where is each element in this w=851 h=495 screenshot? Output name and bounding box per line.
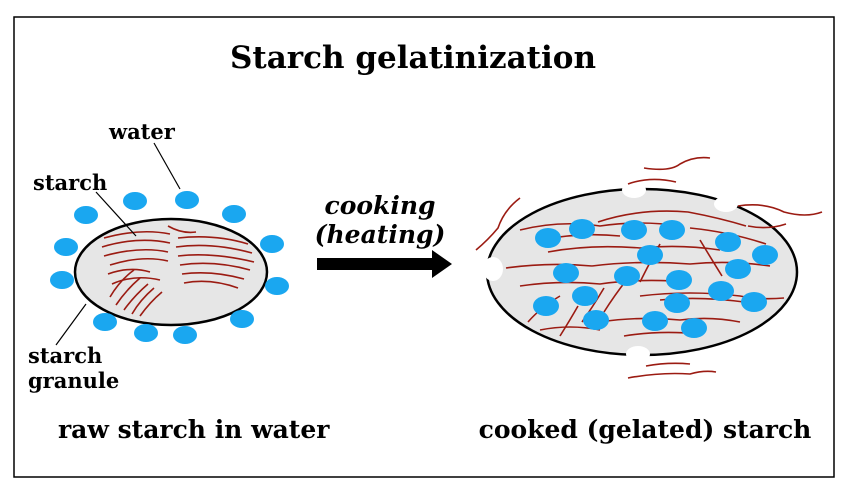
water-molecule <box>725 259 751 279</box>
starch-label: starch <box>33 170 107 195</box>
water-molecule <box>74 206 98 224</box>
raw-starch-granule <box>73 217 269 327</box>
water-molecule <box>230 310 254 328</box>
water-molecule <box>741 292 767 312</box>
water-molecule <box>134 324 158 342</box>
membrane-gaps <box>483 182 738 362</box>
left-caption: raw starch in water <box>58 415 330 444</box>
water-molecule <box>666 270 692 290</box>
water-molecule <box>173 326 197 344</box>
water-molecule <box>569 219 595 239</box>
water-molecule <box>681 318 707 338</box>
water-molecule <box>659 220 685 240</box>
water-molecule <box>535 228 561 248</box>
cooked-starch-group <box>475 156 823 379</box>
water-molecule <box>50 271 74 289</box>
process-arrow-group: cooking (heating) <box>315 191 452 278</box>
right-caption: cooked (gelated) starch <box>479 415 812 444</box>
water-molecule <box>642 311 668 331</box>
gelated-starch-granule <box>485 187 799 357</box>
water-molecule <box>260 235 284 253</box>
water-label: water <box>108 119 176 144</box>
raw-water-molecules <box>50 191 289 344</box>
granule-label-line2: granule <box>28 368 119 393</box>
water-molecule <box>265 277 289 295</box>
water-leader-line <box>153 142 181 190</box>
process-arrow <box>317 250 452 278</box>
water-molecule <box>614 266 640 286</box>
water-molecule <box>637 245 663 265</box>
water-molecule <box>664 293 690 313</box>
water-molecule <box>752 245 778 265</box>
water-molecule <box>123 192 147 210</box>
cooking-label: cooking <box>324 191 435 220</box>
heating-label: (heating) <box>315 220 446 249</box>
raw-starch-group: water starch starch granule <box>28 119 289 393</box>
water-molecule <box>583 310 609 330</box>
water-molecule <box>93 313 117 331</box>
diagram-title: Starch gelatinization <box>230 40 596 76</box>
raw-starch-chains <box>101 225 255 317</box>
water-molecule <box>533 296 559 316</box>
water-molecule <box>708 281 734 301</box>
water-molecule <box>54 238 78 256</box>
granule-leader-line <box>55 303 87 346</box>
water-molecule <box>572 286 598 306</box>
water-molecule <box>621 220 647 240</box>
water-molecule <box>715 232 741 252</box>
water-molecule <box>553 263 579 283</box>
starch-leader-line <box>95 191 137 237</box>
gelated-water-molecules <box>533 219 778 338</box>
water-molecule <box>175 191 199 209</box>
water-molecule <box>222 205 246 223</box>
granule-label-line1: starch <box>28 343 102 368</box>
